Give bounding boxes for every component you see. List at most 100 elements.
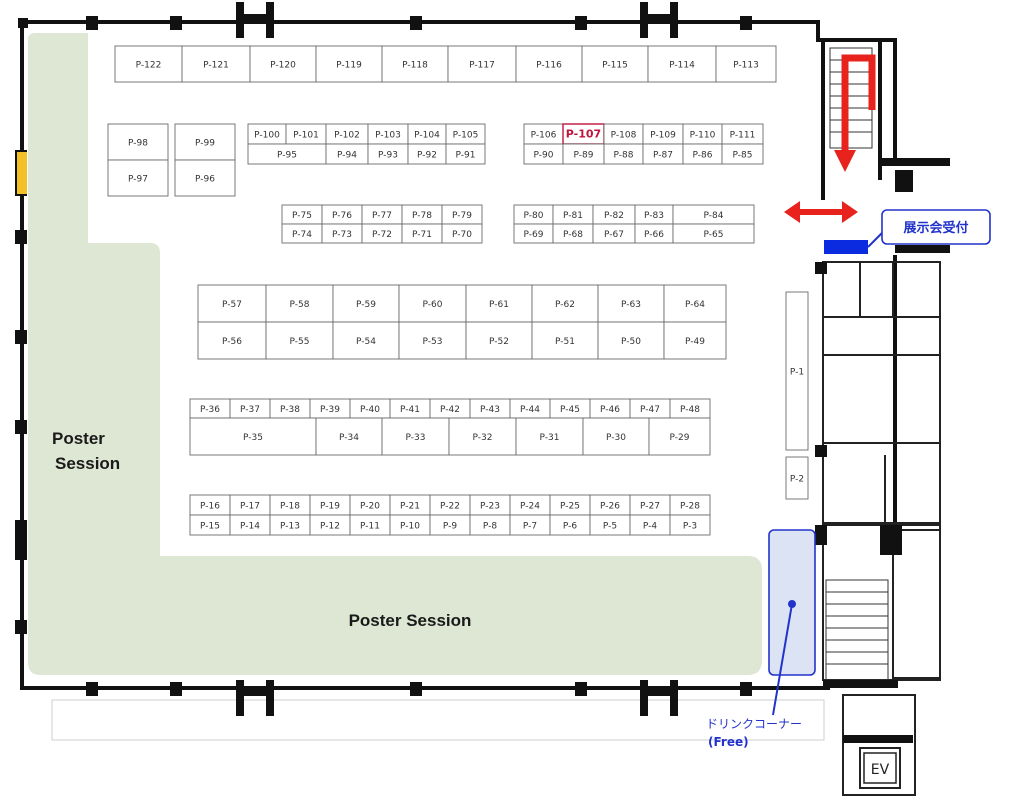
stall-p116 bbox=[515, 45, 583, 83]
stall-label-p95: P-95 bbox=[277, 151, 297, 161]
stall-label-p51: P-51 bbox=[555, 337, 575, 347]
stall-p118 bbox=[381, 45, 449, 83]
stall-p56 bbox=[197, 321, 267, 360]
stall-label-p5: P-5 bbox=[603, 522, 617, 532]
stall-label-p105: P-105 bbox=[453, 131, 479, 141]
stall-label-p3: P-3 bbox=[683, 522, 697, 532]
stall-p97 bbox=[107, 159, 169, 197]
stall-label-p78: P-78 bbox=[412, 211, 432, 221]
stall-label-p49: P-49 bbox=[685, 337, 705, 347]
stall-label-p16: P-16 bbox=[200, 502, 220, 512]
stall-label-p9: P-9 bbox=[443, 522, 457, 532]
stall-label-p94: P-94 bbox=[337, 151, 357, 161]
stairs-upper bbox=[829, 47, 873, 149]
stall-p50 bbox=[597, 321, 665, 360]
hall-walls bbox=[20, 20, 897, 690]
stall-p51 bbox=[531, 321, 599, 360]
stall-p35 bbox=[189, 417, 317, 456]
drink-corner-free: (Free) bbox=[708, 735, 749, 749]
stall-label-p67: P-67 bbox=[604, 230, 624, 240]
stall-p55 bbox=[265, 321, 334, 360]
stair-arrow-head bbox=[834, 150, 856, 172]
poster-session-label-bottom: Poster Session bbox=[349, 611, 472, 630]
stall-label-p72: P-72 bbox=[372, 230, 392, 240]
elevator-label: EV bbox=[871, 762, 890, 778]
stall-label-p26: P-26 bbox=[600, 502, 620, 512]
stall-label-p70: P-70 bbox=[452, 230, 472, 240]
stall-p33 bbox=[381, 417, 450, 456]
stall-label-p59: P-59 bbox=[356, 300, 376, 310]
stall-p2 bbox=[785, 456, 809, 500]
stall-label-p34: P-34 bbox=[339, 433, 359, 443]
stall-label-p104: P-104 bbox=[414, 131, 440, 141]
stall-label-p107: P-107 bbox=[566, 128, 601, 141]
stall-label-p39: P-39 bbox=[320, 405, 340, 415]
stall-p30 bbox=[582, 417, 650, 456]
poster-session-label-left-2: Session bbox=[55, 454, 120, 473]
reception-label: 展示会受付 bbox=[903, 220, 968, 236]
stall-label-p4: P-4 bbox=[643, 522, 657, 532]
stall-label-p60: P-60 bbox=[423, 300, 443, 310]
entrance-arrow-right bbox=[842, 201, 858, 223]
stall-p53 bbox=[398, 321, 467, 360]
stall-p85 bbox=[721, 143, 764, 165]
stall-label-p83: P-83 bbox=[644, 211, 664, 221]
stall-label-p97: P-97 bbox=[128, 175, 148, 185]
stall-label-p18: P-18 bbox=[280, 502, 300, 512]
stall-p57 bbox=[197, 284, 267, 323]
stall-p98 bbox=[107, 123, 169, 161]
stall-label-p47: P-47 bbox=[640, 405, 660, 415]
stall-p114 bbox=[647, 45, 717, 83]
stall-label-p22: P-22 bbox=[440, 502, 460, 512]
stall-p29 bbox=[648, 417, 711, 456]
door-marker bbox=[17, 152, 27, 194]
stall-p96 bbox=[174, 159, 236, 197]
stall-label-p11: P-11 bbox=[360, 522, 380, 532]
stall-label-p80: P-80 bbox=[524, 211, 544, 221]
stall-label-p35: P-35 bbox=[243, 433, 263, 443]
reception-label-box bbox=[881, 209, 991, 245]
stall-label-p87: P-87 bbox=[653, 151, 673, 161]
stall-label-p119: P-119 bbox=[336, 61, 362, 71]
stall-label-p27: P-27 bbox=[640, 502, 660, 512]
stall-p32 bbox=[448, 417, 517, 456]
stall-label-p111: P-111 bbox=[730, 131, 756, 141]
stall-label-p77: P-77 bbox=[372, 211, 392, 221]
stall-label-p19: P-19 bbox=[320, 502, 340, 512]
stall-p120 bbox=[249, 45, 317, 83]
stall-label-p36: P-36 bbox=[200, 405, 220, 415]
stall-label-p58: P-58 bbox=[290, 300, 310, 310]
stall-label-p43: P-43 bbox=[480, 405, 500, 415]
stall-label-p45: P-45 bbox=[560, 405, 580, 415]
stall-label-p84: P-84 bbox=[704, 211, 724, 221]
stall-label-p8: P-8 bbox=[483, 522, 497, 532]
stall-label-p74: P-74 bbox=[292, 230, 312, 240]
stall-label-p54: P-54 bbox=[356, 337, 376, 347]
stall-label-p21: P-21 bbox=[400, 502, 420, 512]
stall-label-p103: P-103 bbox=[375, 131, 401, 141]
stall-p60 bbox=[398, 284, 467, 323]
stall-label-p116: P-116 bbox=[536, 61, 562, 71]
stall-p91 bbox=[445, 143, 486, 165]
stall-label-p20: P-20 bbox=[360, 502, 380, 512]
stall-label-p24: P-24 bbox=[520, 502, 540, 512]
stall-label-p52: P-52 bbox=[489, 337, 509, 347]
stall-label-p114: P-114 bbox=[669, 61, 695, 71]
stall-label-p55: P-55 bbox=[290, 337, 310, 347]
stall-label-p121: P-121 bbox=[203, 61, 229, 71]
lower-corridor bbox=[51, 699, 825, 741]
stall-label-p44: P-44 bbox=[520, 405, 540, 415]
stall-label-p48: P-48 bbox=[680, 405, 700, 415]
stall-label-p38: P-38 bbox=[280, 405, 300, 415]
stall-label-p56: P-56 bbox=[222, 337, 242, 347]
stall-p63 bbox=[597, 284, 665, 323]
stall-label-p92: P-92 bbox=[417, 151, 437, 161]
stall-label-p1: P-1 bbox=[790, 368, 804, 378]
stall-label-p64: P-64 bbox=[685, 300, 705, 310]
stall-label-p30: P-30 bbox=[606, 433, 626, 443]
stall-label-p62: P-62 bbox=[555, 300, 575, 310]
stall-label-p108: P-108 bbox=[611, 131, 637, 141]
stall-label-p69: P-69 bbox=[524, 230, 544, 240]
stall-p70 bbox=[441, 223, 483, 244]
